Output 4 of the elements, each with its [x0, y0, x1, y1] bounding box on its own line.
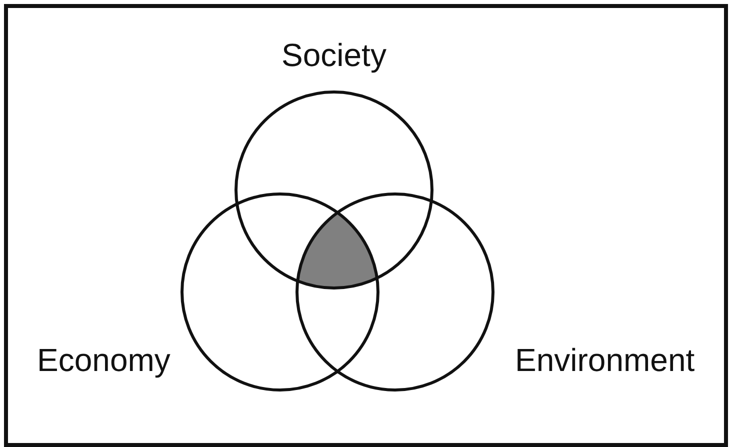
- set-label: Society: [282, 36, 386, 74]
- set-label: Economy: [37, 342, 170, 378]
- set-label: Environment: [515, 342, 695, 378]
- shaded-intersection: [298, 212, 377, 288]
